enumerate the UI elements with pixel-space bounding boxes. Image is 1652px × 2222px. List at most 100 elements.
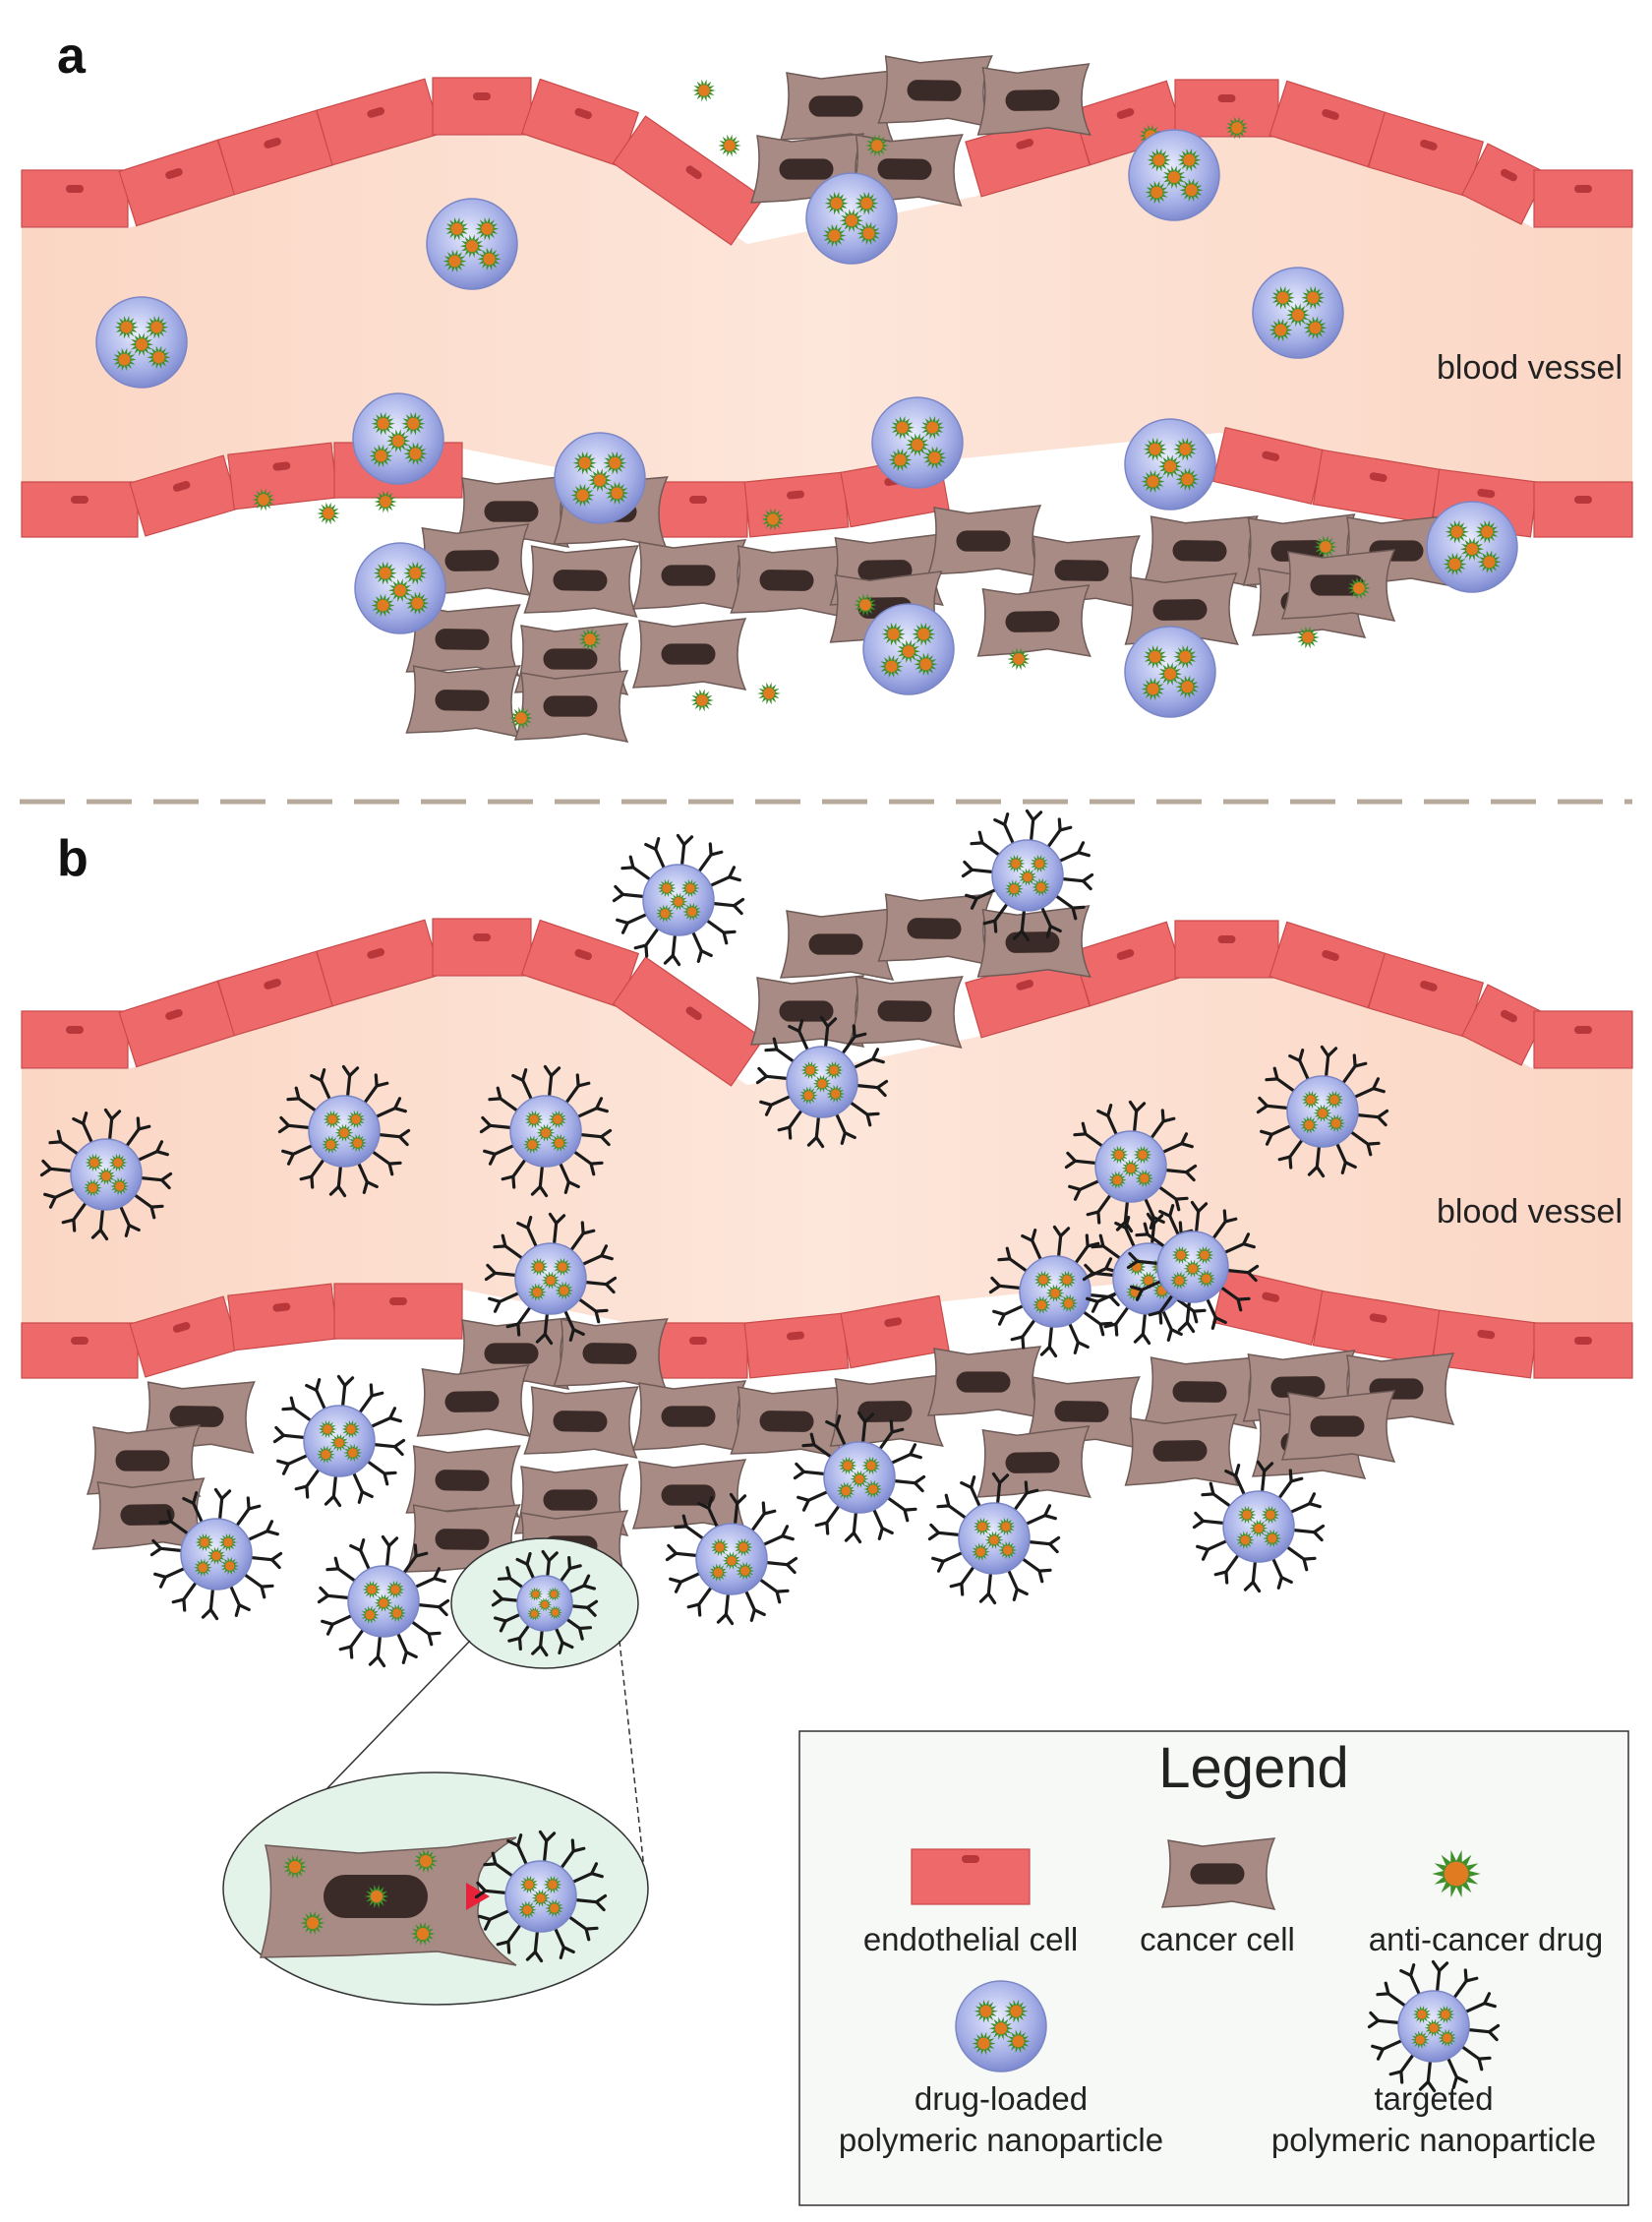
- anti-cancer-drug: [1004, 1999, 1029, 2023]
- endothelial-cell: [316, 78, 442, 166]
- blood-vessel-lumen: [22, 977, 1632, 1327]
- anti-cancer-drug: [1296, 626, 1320, 649]
- zoom-inset: [222, 1537, 649, 2006]
- anti-cancer-drug: [850, 1470, 869, 1488]
- anti-cancer-drug: [1141, 469, 1165, 494]
- anti-cancer-drug: [1057, 1270, 1077, 1290]
- anti-cancer-drug: [888, 448, 913, 472]
- anti-cancer-drug: [410, 1922, 436, 1946]
- drug-loaded-nanoparticle: [509, 1095, 582, 1168]
- anti-cancer-drug: [812, 1074, 832, 1093]
- anti-cancer-drug: [998, 1540, 1018, 1560]
- anti-cancer-drug: [1173, 437, 1198, 461]
- anti-cancer-drug: [826, 1084, 846, 1104]
- anti-cancer-drug: [1109, 1145, 1129, 1165]
- anti-cancer-drug: [603, 450, 627, 475]
- legend-label-tnp: targeted: [1374, 2080, 1493, 2117]
- anti-cancer-drug: [413, 1849, 439, 1873]
- anti-cancer-drug: [1313, 1104, 1332, 1122]
- endothelial-cell: [21, 481, 139, 538]
- anti-cancer-drug: [1410, 2030, 1430, 2049]
- anti-cancer-drug: [401, 411, 426, 436]
- anti-cancer-drug: [972, 2031, 996, 2056]
- blood-vessel-lumen: [22, 136, 1632, 486]
- anti-cancer-drug: [822, 223, 847, 248]
- anti-cancer-drug: [524, 1110, 544, 1129]
- panel-b-letter: b: [57, 830, 88, 887]
- anti-cancer-drug: [323, 1110, 342, 1129]
- panel-a-vessel-label: blood vessel: [1437, 349, 1622, 387]
- targeted-nanoparticle: [793, 1411, 926, 1544]
- anti-cancer-drug: [988, 2016, 1014, 2040]
- anti-cancer-drug: [838, 1456, 857, 1475]
- anti-cancer-drug: [83, 1178, 102, 1197]
- anti-cancer-drug: [1445, 519, 1469, 544]
- anti-cancer-drug: [1268, 318, 1293, 342]
- anti-cancer-drug: [300, 1911, 325, 1935]
- targeted-nanoparticles: [39, 809, 1389, 1668]
- endothelial-cell: [743, 1312, 850, 1379]
- drug-loaded-nanoparticle: [805, 172, 898, 265]
- endothelial-cell: [1072, 921, 1185, 1007]
- cancer-cell: [926, 505, 1042, 577]
- anti-cancer-drug: [1237, 1505, 1257, 1525]
- cancer-cell: [631, 1380, 747, 1453]
- targeted-nanoparticle: [149, 1487, 283, 1621]
- anti-cancer-drug-icon: [1432, 1849, 1481, 1898]
- cancer-cell: [829, 1374, 944, 1447]
- anti-cancer-drug: [475, 216, 500, 241]
- anti-cancer-drug: [374, 1593, 393, 1612]
- endothelial-cell-icon: [911, 1848, 1031, 1905]
- anti-cancer-drug: [1475, 519, 1500, 544]
- drug-loaded-nanoparticle: [871, 396, 964, 489]
- anti-cancer-drug: [548, 1605, 562, 1620]
- anti-cancer-drug: [1301, 1090, 1321, 1110]
- anti-cancer-drug: [855, 191, 879, 215]
- legend-label-drug: anti-cancer drug: [1369, 1921, 1603, 1957]
- endothelial-cell: [648, 481, 748, 538]
- anti-cancer-drug: [1249, 1519, 1268, 1537]
- anti-cancer-drug: [1197, 1269, 1216, 1289]
- anti-cancer-drug: [1173, 644, 1198, 669]
- cancer-cell: [1280, 1390, 1396, 1463]
- cancer-cell: [848, 976, 964, 1050]
- targeted-nanoparticle: [484, 1212, 618, 1346]
- anti-cancer-drug: [1347, 576, 1371, 600]
- targeted-nanoparticle: [491, 1549, 599, 1657]
- anti-cancer-drug: [114, 315, 139, 339]
- cancer-cell: [416, 523, 531, 596]
- panel-b: [21, 809, 1633, 1668]
- anti-cancer-drug: [570, 483, 595, 508]
- cancer-cell: [1143, 1356, 1259, 1430]
- tumor-cluster: [86, 893, 1455, 1583]
- endothelial-cell: [520, 919, 640, 1009]
- anti-cancer-drug: [839, 209, 864, 232]
- anti-cancer-drug: [605, 481, 629, 506]
- anti-cancer-drug: [442, 249, 467, 273]
- endothelial-cell: [129, 454, 240, 537]
- anti-cancer-drug: [736, 1561, 755, 1581]
- anti-cancer-drug: [1145, 180, 1169, 205]
- cancer-cell: [779, 70, 895, 143]
- drug-loaded-nanoparticle: [514, 1242, 587, 1315]
- anti-cancer-drug: [863, 1479, 883, 1499]
- endothelial-cell: [648, 1322, 748, 1379]
- targeted-nanoparticle: [1367, 1959, 1501, 2093]
- anti-cancer-drug: [1171, 1245, 1191, 1265]
- anti-cancer-drug: [1195, 1245, 1214, 1265]
- panel-a-letter: a: [57, 28, 87, 85]
- endothelial-cell: [129, 1295, 240, 1378]
- legend-label-np: polymeric nanoparticle: [839, 2122, 1163, 2158]
- cancer-cell: [86, 1424, 202, 1497]
- targeted-nanoparticle: [474, 1830, 608, 1963]
- targeted-nanoparticle: [665, 1492, 798, 1626]
- nanoparticles: [95, 129, 1518, 718]
- anti-cancer-drug: [1006, 854, 1026, 873]
- drug-loaded-nanoparticle: [1124, 418, 1216, 510]
- anti-cancer-drug: [854, 593, 877, 617]
- cancer-cell: [1124, 572, 1239, 645]
- drug-loaded-nanoparticle: [308, 1095, 381, 1168]
- anti-cancer-drug: [541, 1271, 560, 1290]
- anti-cancer-drug: [914, 652, 938, 677]
